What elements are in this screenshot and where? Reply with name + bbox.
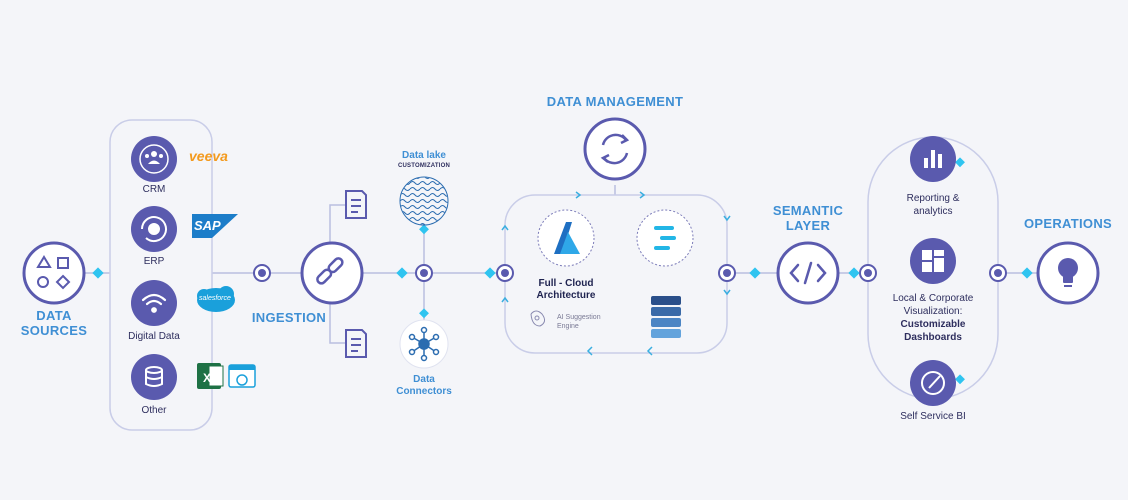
ai-line2: Engine (557, 323, 579, 330)
self-service-node (910, 360, 956, 406)
salesforce-logo (197, 286, 235, 312)
data-lake-node (399, 176, 449, 226)
data-lake-title-text: Data lake (402, 150, 446, 161)
excel-icon: X (197, 363, 224, 389)
semantic-layer-title: SEMANTIC LAYER (768, 203, 848, 233)
local-line3: Customizable (900, 319, 966, 330)
code-icon (789, 261, 827, 285)
people-icon (145, 151, 163, 164)
ingestion-node (300, 241, 364, 305)
reporting-line1: Reporting & (906, 193, 960, 204)
bar-chart-icon (924, 150, 942, 168)
shapes-icon (36, 255, 71, 290)
ai-line1: AI Suggestion (557, 314, 601, 321)
gear-refresh-icon (141, 216, 167, 243)
arrow-up-icon (501, 296, 509, 303)
link-icon (316, 257, 344, 285)
sap-logo-text: SAP (194, 218, 221, 233)
ingestion-title: INGESTION (251, 310, 327, 325)
operations-node (1036, 241, 1100, 305)
gauge-pen-icon (921, 371, 945, 395)
crm-label: CRM (142, 184, 166, 195)
semantic-line2: LAYER (785, 218, 831, 233)
crm-node (131, 136, 177, 182)
semantic-line1: SEMANTIC (772, 203, 844, 218)
arrow-right-icon (639, 191, 646, 199)
data-sources-title-line1: DATA (36, 308, 72, 323)
reporting-node (910, 136, 956, 182)
svg-text:X: X (203, 371, 211, 385)
sources-container (109, 119, 213, 431)
azure-node (537, 209, 595, 267)
connection-nodes (253, 264, 1007, 282)
dashboard-node (910, 238, 956, 284)
data-lake-subtitle: CUSTOMIZATION (397, 163, 451, 169)
erp-label: ERP (143, 256, 165, 267)
database-icon (145, 366, 163, 387)
ai-engine-icon (530, 310, 546, 327)
digital-data-node (131, 280, 177, 326)
arrow-down-icon (723, 289, 731, 296)
document-icon (345, 329, 367, 358)
local-line4: Dashboards (904, 332, 962, 343)
arrow-down-icon (723, 215, 731, 222)
dashboard-icon (922, 250, 944, 272)
other-label: Other (141, 405, 167, 416)
sync-icon (600, 133, 630, 165)
pipeline-icon (654, 226, 676, 250)
azure-logo (554, 222, 580, 254)
data-management-title: DATA MANAGEMENT (546, 94, 684, 109)
reporting-line2: analytics (913, 206, 953, 217)
other-node (131, 354, 177, 400)
data-sources-title-line2: SOURCES (20, 323, 88, 338)
network-hub-icon (408, 326, 440, 362)
cloud-line1: Full - Cloud (538, 278, 594, 289)
reporting-label: Reporting & analytics (883, 192, 983, 218)
arrow-left-icon (586, 346, 593, 356)
data-connectors-node (399, 319, 449, 369)
cloud-architecture-label: Full - Cloud Architecture (526, 278, 606, 302)
erp-node (131, 206, 177, 252)
semantic-layer-node (776, 241, 840, 305)
ai-suggestion-label: AI Suggestion Engine (557, 313, 617, 331)
data-sources-node (22, 241, 86, 305)
data-connectors-line2: Connectors (396, 386, 452, 397)
data-sources-title: DATA SOURCES (8, 308, 100, 338)
local-line1: Local & Corporate (892, 293, 974, 304)
api-window-icon (228, 364, 256, 388)
digital-data-label: Digital Data (128, 331, 180, 342)
data-connectors-title: Data Connectors (384, 374, 464, 398)
pipeline-node (636, 209, 694, 267)
data-management-node (583, 117, 647, 181)
arrow-up-icon (501, 224, 509, 231)
lightbulb-icon (1058, 258, 1078, 287)
veeva-logo: veeva (189, 148, 228, 164)
arrow-left-icon (646, 346, 653, 356)
document-icon (345, 190, 367, 219)
cloud-line2: Architecture (536, 290, 596, 301)
arrow-right-icon (575, 191, 582, 199)
self-service-label: Self Service BI (900, 411, 966, 422)
sap-logo (192, 214, 238, 238)
local-visualization-label: Local & Corporate Visualization: Customi… (868, 292, 998, 344)
local-line2: Visualization: (903, 306, 963, 317)
stack-icon (651, 296, 681, 338)
waves-icon (399, 176, 449, 226)
wifi-icon (141, 293, 167, 313)
data-lake-title: Data lake CUSTOMIZATION (384, 150, 464, 169)
operations-title: OPERATIONS (1024, 216, 1112, 231)
salesforce-logo-text: salesforce (199, 295, 231, 302)
data-connectors-line1: Data (413, 374, 435, 385)
